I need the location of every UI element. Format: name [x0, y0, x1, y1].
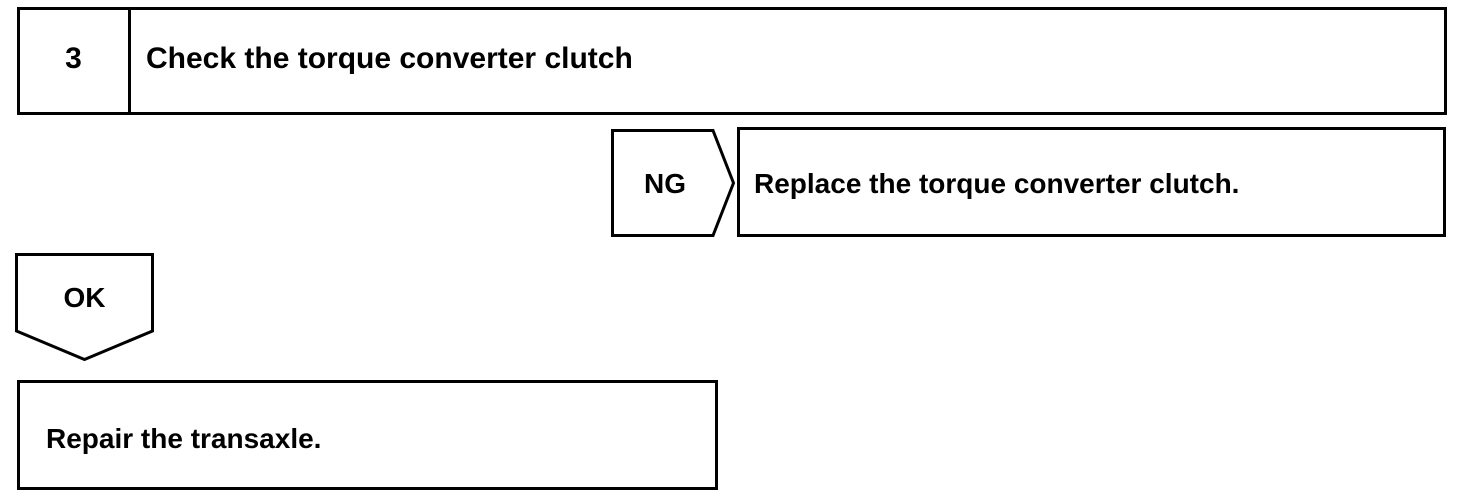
- step-number-divider: [128, 7, 131, 115]
- ok-action-label: Repair the transaxle.: [46, 423, 322, 454]
- ok-tag-label: OK: [63, 282, 106, 313]
- ng-action-label: Replace the torque converter clutch.: [754, 168, 1240, 199]
- ok-action-box: [17, 380, 718, 490]
- ng-arrow-tag: [611, 129, 736, 237]
- ok-arrow-tag: [15, 253, 154, 362]
- step-box: [17, 7, 1447, 115]
- step-number: 3: [65, 42, 82, 75]
- ng-action-box: [737, 127, 1446, 237]
- ng-tag-label: NG: [644, 168, 686, 199]
- step-title: Check the torque converter clutch: [146, 42, 633, 75]
